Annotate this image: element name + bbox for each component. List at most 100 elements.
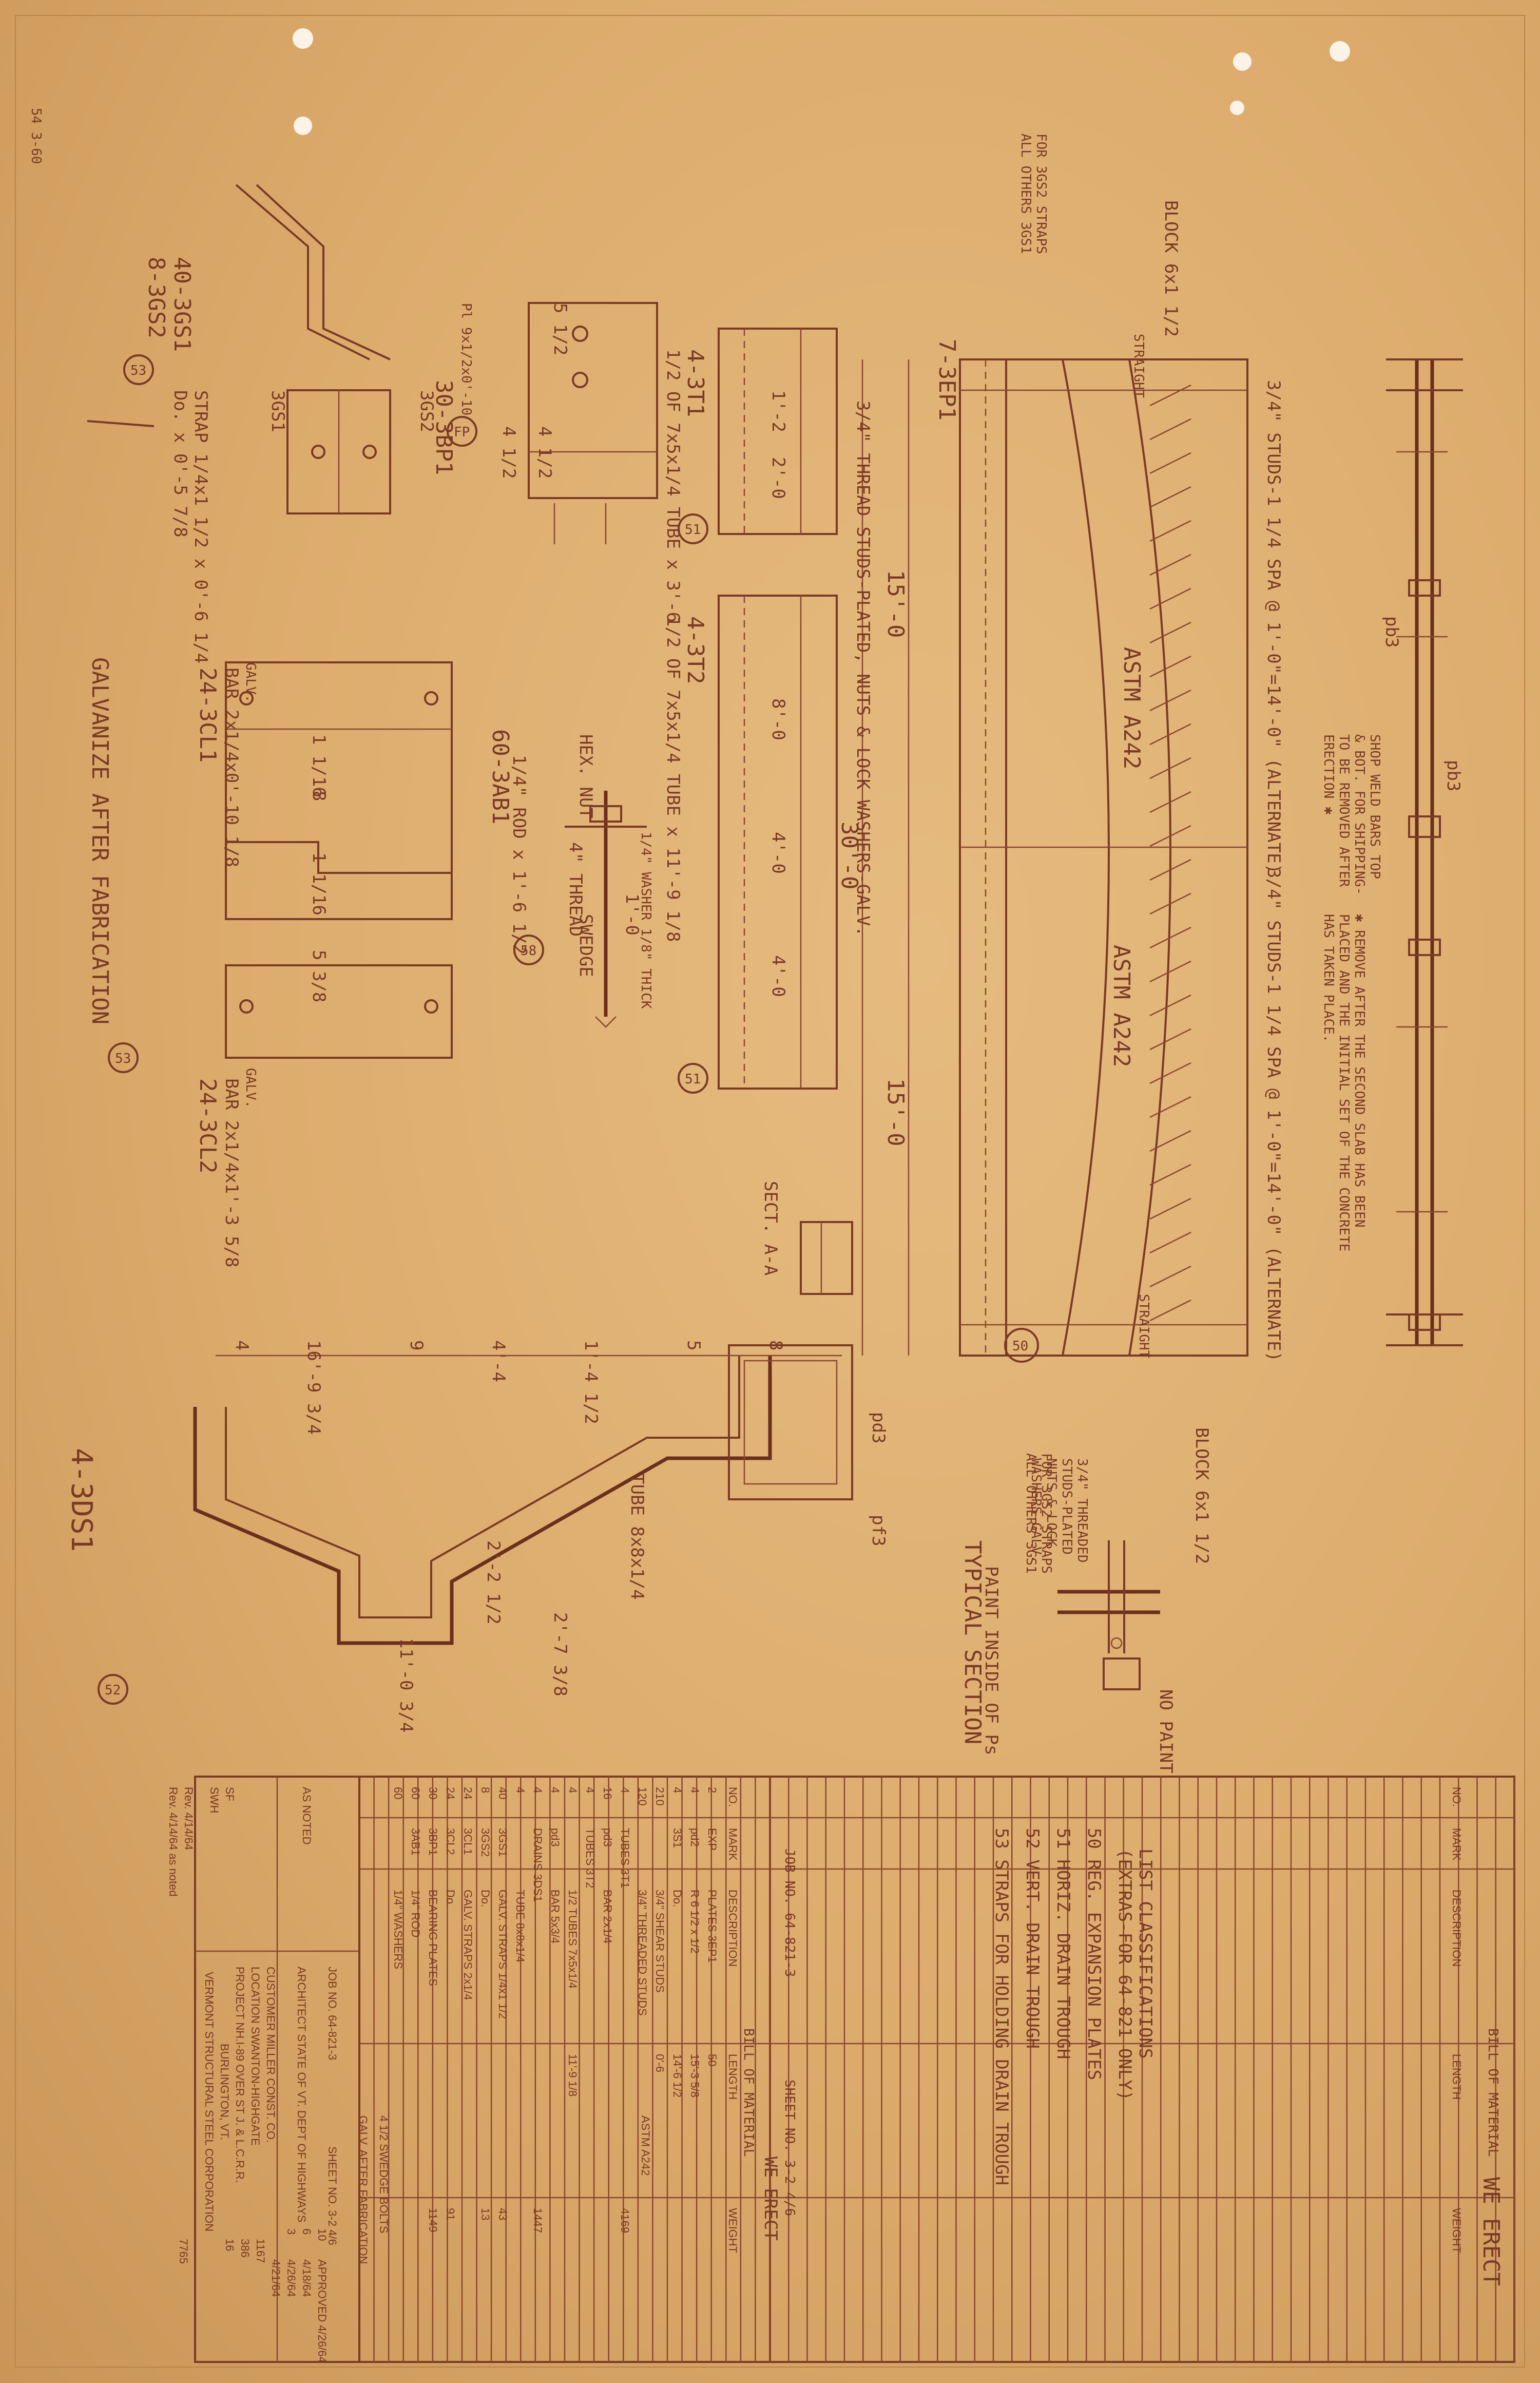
bill-left-cell: 24: [461, 1787, 474, 1799]
stud-tick: [1149, 1096, 1191, 1118]
strap-note-top-1: FOR 3GS2 STRAPS: [1033, 134, 1049, 254]
bill-left-cell: 60: [409, 1787, 422, 1799]
tb-customer: CUSTOMER MILLER CONST. CO.: [264, 1967, 277, 2143]
punch-hole: [1233, 52, 1252, 71]
drain-dim-4: 4'-4: [488, 1340, 509, 1382]
bill-left-h-desc: DESCRIPTION: [726, 1890, 739, 1967]
bill-left-cell: pd3: [549, 1828, 562, 1847]
bill-left-cell: GALV. STRAPS 2x1/4: [461, 1890, 474, 2000]
bill-left-weight-3: 16: [223, 2239, 236, 2251]
block-label-top: BLOCK 6x1 1/2: [1161, 200, 1181, 337]
mark-53-a: 53: [130, 363, 146, 378]
tb-architect: ARCHITECT STATE OF VT. DEPT OF HIGHWAYS: [295, 1967, 308, 2222]
bill-right-item-4: 51 HORIZ. DRAIN TROUGH: [1053, 1828, 1073, 2059]
tb-approved: APPROVED 4/26/64: [316, 2259, 329, 2363]
shop-weld-note-1: SHOP WELD BARS TOP: [1367, 734, 1382, 879]
tube-dim-5: 8'-0: [768, 698, 788, 740]
bill-left-cell: 3/4" THREADED STUDS: [636, 1890, 649, 2016]
clip-galv-1: GALV.: [243, 662, 258, 702]
studs-note-2: 3/4" STUDS-1 1/4 SPA @ 1'-0"=14'-0" (ALT…: [1263, 868, 1284, 1362]
strap-2-desc: Do. x 0'-5 7/8: [170, 390, 190, 538]
bill-right-h-length: LENGTH: [1450, 2054, 1463, 2100]
strap-note-top-2: ALL OTHERS 3GS1: [1018, 134, 1033, 254]
bearing-plate-dim-1: 4 1/2: [498, 426, 519, 479]
stud-tick: [1149, 554, 1191, 576]
studs-note-1: 3/4" STUDS-1 1/4 SPA @ 1'-0"=14'-0" (ALT…: [1263, 380, 1284, 874]
clip-1-label: 24-3CL1: [195, 668, 221, 762]
stud-tick: [1149, 418, 1191, 441]
tb-job-no: JOB NO. 64-821-3: [326, 1967, 339, 2060]
stud-tick: [1149, 1164, 1191, 1186]
bill-left-cell: 1149: [427, 2208, 439, 2232]
clip-2-label: 24-3CL2: [195, 1078, 221, 1173]
drain-dim-6: 5: [683, 1340, 704, 1350]
bill-left-cell: GALV. STRAPS 1/4x1 1/2: [496, 1890, 509, 2019]
bill-left-cell: 14'-6 1/2: [671, 2054, 684, 2098]
bill-left-cell: R 6 1/2 x 1/2: [688, 1890, 701, 1954]
bearing-plate-dim-2: 4 1/2: [534, 426, 555, 479]
bill-left-sheet: SHEET NO. 3-2 4/6: [782, 2080, 797, 2216]
bill-left-cell: 4: [584, 1787, 596, 1793]
clip-dim-1: 1 1/16: [309, 734, 329, 797]
thread-label: 4" THREAD: [565, 842, 586, 937]
bill-right-we-erect: WE ERECT: [1478, 2177, 1504, 2286]
bill-left-cell: 210: [653, 1787, 666, 1806]
stud-note-2: STUDS-PLATED: [1059, 1458, 1074, 1555]
clip-1-desc: BAR 2x1/4x0'-10 1/8: [221, 668, 242, 867]
stud-tick: [1149, 1028, 1191, 1051]
tb-location: LOCATION SWANTON-HIGHGATE: [249, 1967, 262, 2146]
stud-tick: [1149, 1197, 1191, 1220]
remove-note-1: ✱ REMOVE AFTER THE SECOND SLAB HAS BEEN: [1352, 914, 1367, 1227]
drain-pd3: pd3: [868, 1412, 889, 1443]
tb-project: PROJECT NH.I-89 OVER ST J. & L.C.R.R.: [234, 1967, 246, 2183]
bill-left-cell: 13: [479, 2208, 492, 2220]
punch-hole: [1230, 101, 1244, 115]
bill-left-cell: 3GS1: [496, 1828, 509, 1857]
straight-label-top: STRAIGHT: [1131, 334, 1146, 398]
bill-left-cell: 24: [444, 1787, 457, 1799]
mark-58-circle: [513, 935, 544, 965]
tb-rev2: Rev. 4/14/64: [182, 1787, 195, 1850]
tb-rev1: Rev. 4/14/64 as noted: [167, 1787, 180, 1897]
tube-thread-note: 3/4" THREAD STUDS-PLATED, NUTS & LOCK WA…: [853, 401, 873, 937]
bill-right-item-6: 53 STRAPS FOR HOLDING DRAIN TROUGH: [991, 1828, 1012, 2185]
stud-note-4: WASHERS-GALV.: [1028, 1458, 1044, 1563]
stud-tick: [1149, 791, 1191, 813]
bill-left-cell: 1/2 TUBES 7x5x1/4: [566, 1890, 579, 1989]
clip-dim-2: 8: [309, 791, 329, 801]
mark-fp: FP: [454, 425, 470, 440]
bill-left-title: BILL OF MATERIAL: [741, 2028, 756, 2157]
drain-dim-11: 2'-2 1/2: [483, 1540, 504, 1625]
shop-weld-note-2: & BOT. FOR SHIPPING-: [1352, 734, 1367, 895]
stud-note-3: NUTS & LOCK: [1044, 1458, 1059, 1547]
dim-30ft: 30'-0: [836, 822, 862, 889]
bill-left-h-mark: MARK: [726, 1828, 739, 1861]
bill-left-cell: 2: [706, 1787, 719, 1793]
bill-left-weight-4: 7765: [177, 2239, 190, 2264]
drain-dim-10: 2'-7 3/8: [550, 1612, 570, 1696]
clip-2-desc: BAR 2x1/4x1'-3 5/8: [221, 1078, 242, 1267]
stud-tick: [1149, 825, 1191, 847]
bill-right-item-2: (EXTRAS-FOR 64-821 ONLY): [1114, 1848, 1135, 2101]
rail-pb3-label: pb3: [1381, 616, 1402, 647]
anchor-desc: 1/4" ROD x 1'-6 1/2: [509, 755, 529, 955]
bill-left-cell: 3/4" SHEAR STUDS: [653, 1890, 666, 1993]
stud-tick: [1149, 486, 1191, 508]
bill-left-cell: BAR 5x3/4: [549, 1890, 562, 1943]
stud-tick: [1149, 1299, 1191, 1322]
shop-weld-note-3: TO BE REMOVED AFTER: [1336, 734, 1352, 887]
bill-right-h-desc: DESCRIPTION: [1450, 1890, 1463, 1967]
bill-left-cell: 60: [392, 1787, 405, 1799]
mark-50: 50: [1012, 1339, 1028, 1354]
bill-left-cell: 4: [514, 1787, 527, 1793]
shop-weld-note-4: ERECTION ✱: [1321, 734, 1336, 815]
clip-galv-2: GALV.: [243, 1068, 258, 1108]
tube-1-desc: 1/2 OF 7x5x1/4 TUBE x 3'-6: [663, 349, 683, 622]
remove-note-3: HAS TAKEN PLACE.: [1321, 914, 1336, 1042]
stud-note-1: 3/4" THREADED: [1074, 1458, 1090, 1563]
astm-spec-1: ASTM A242: [1119, 647, 1145, 769]
bill-left-cell: 30: [427, 1787, 439, 1799]
bill-left-cell: Do.: [671, 1890, 684, 1907]
